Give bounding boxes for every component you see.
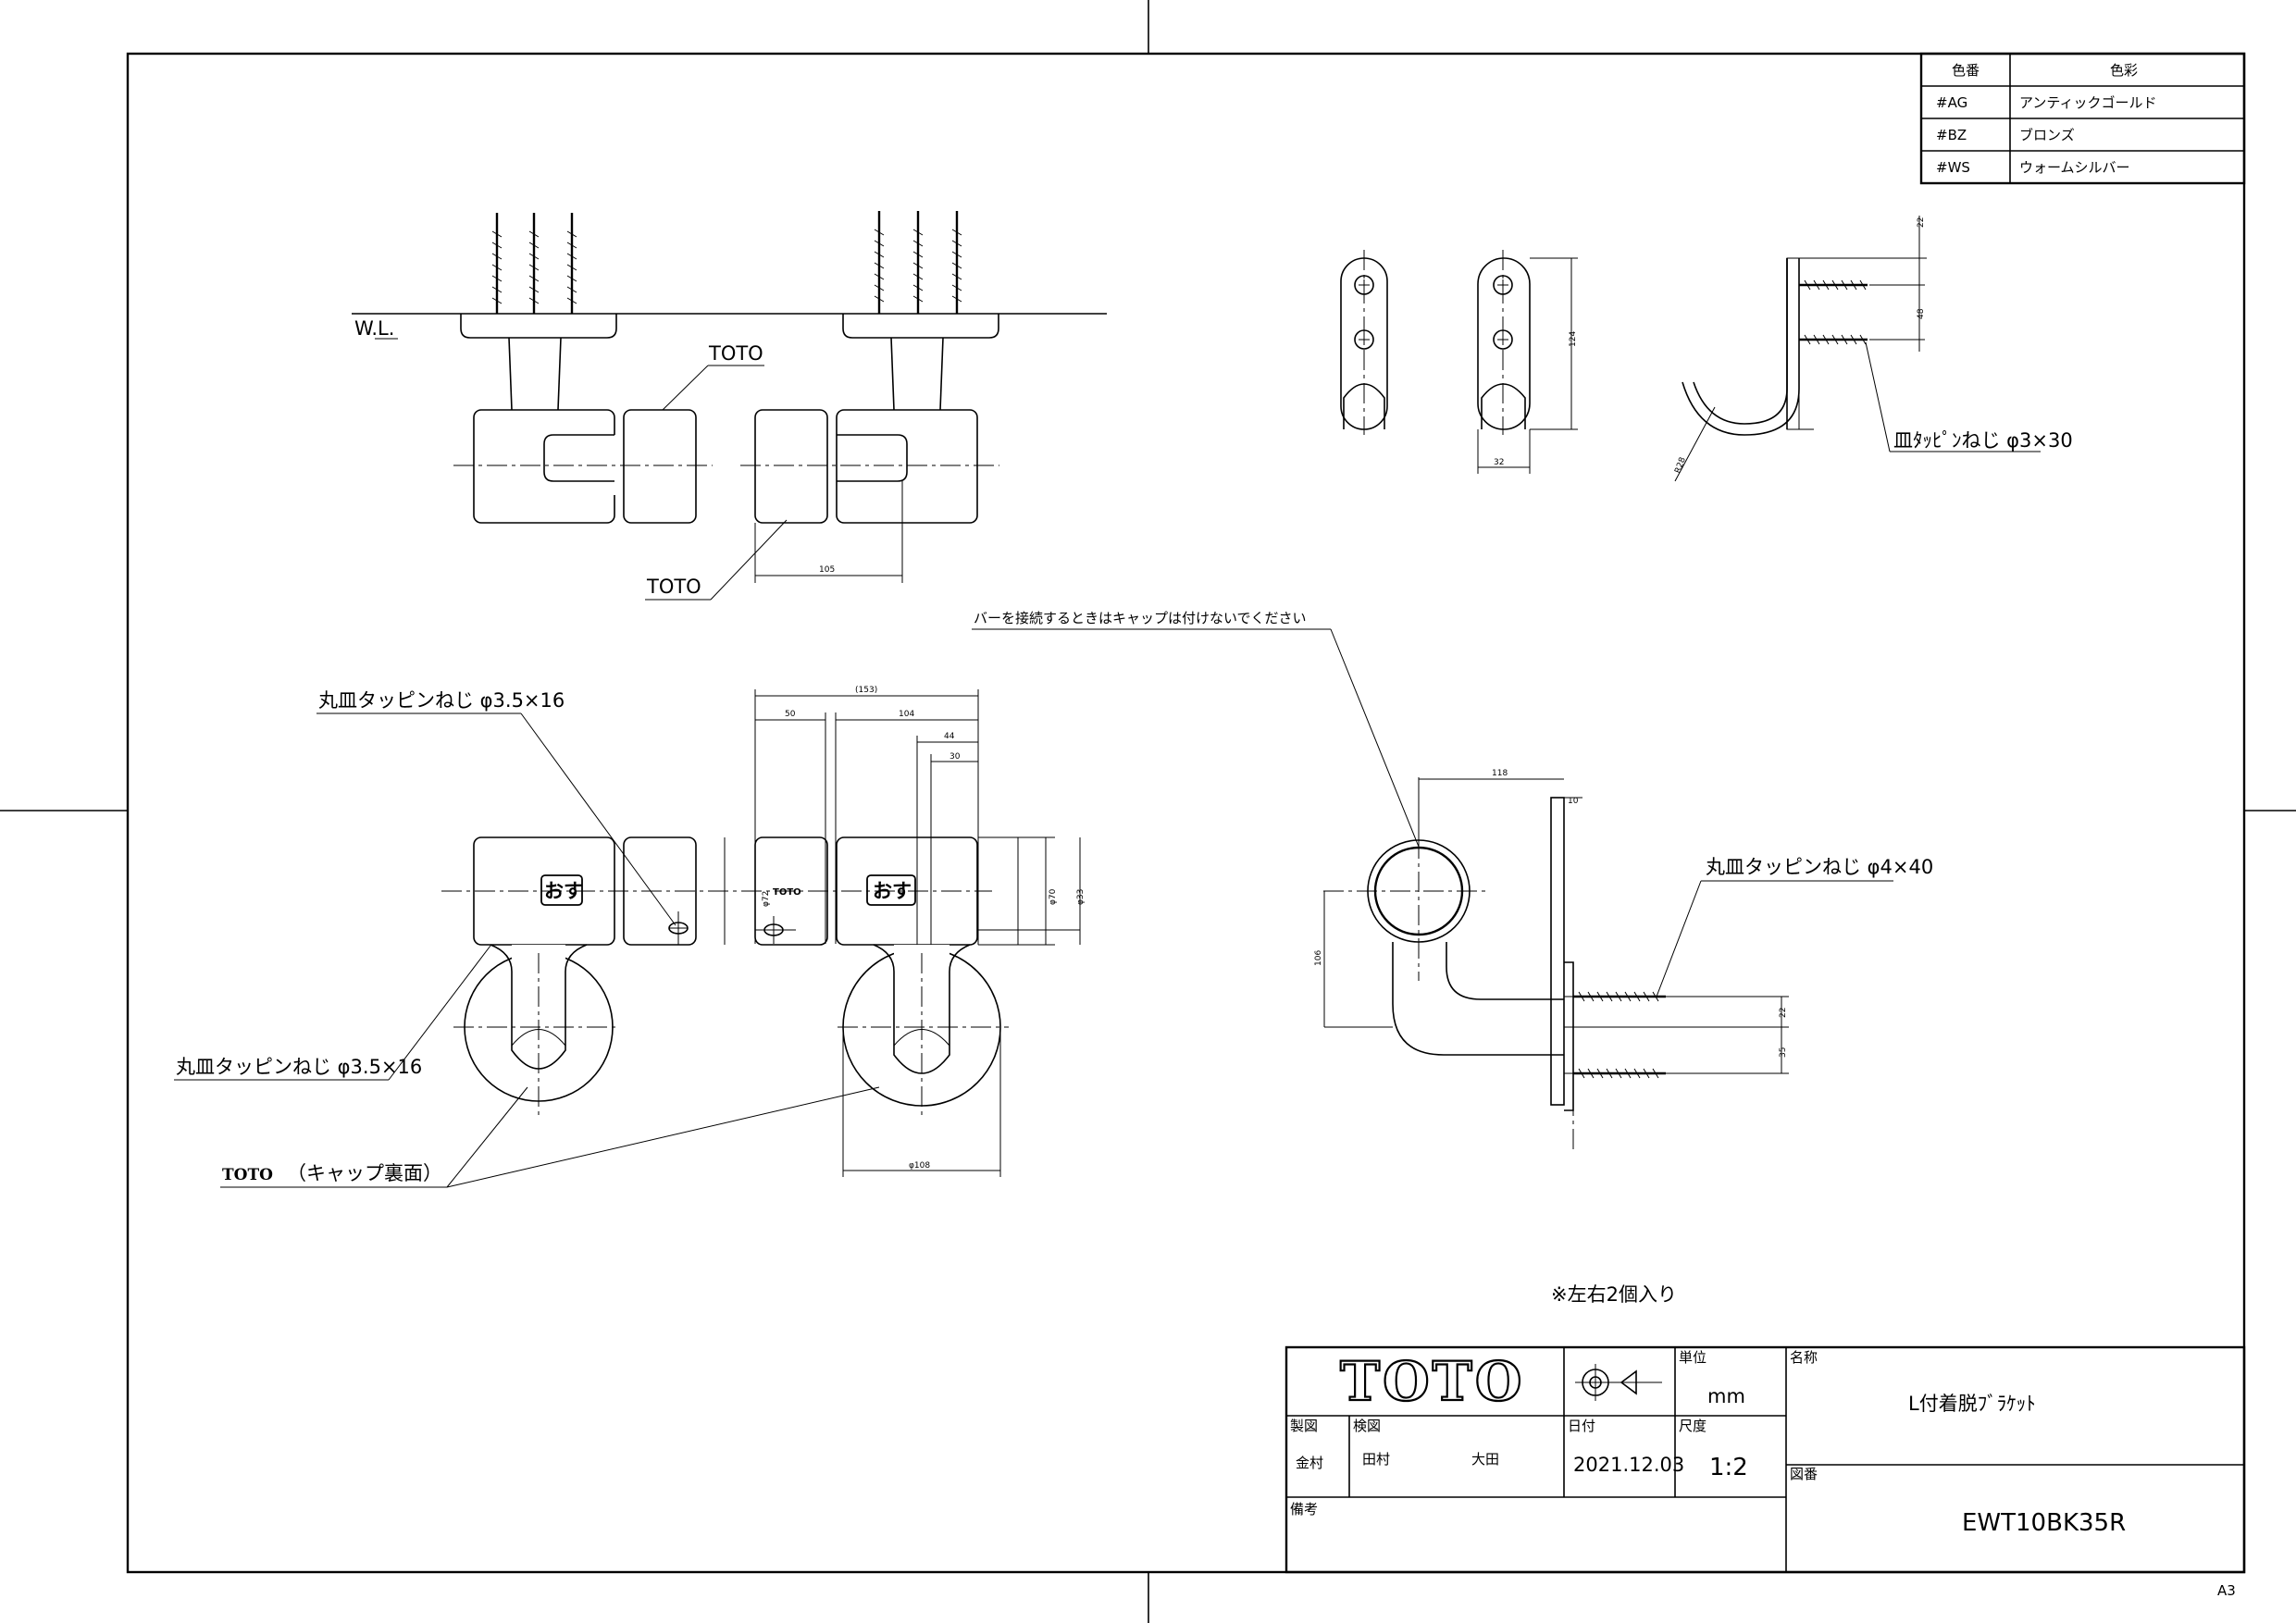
dim-104: 104 bbox=[899, 710, 914, 719]
dim-124: 124 bbox=[1569, 331, 1578, 347]
color-name: アンティックゴールド bbox=[2019, 94, 2157, 111]
side-section-view: バーを接続するときはキャップは付けないでください 118 10 bbox=[972, 610, 1933, 1152]
toto-cap-brand: TOTO bbox=[222, 1166, 273, 1184]
dim-153: (153) bbox=[855, 686, 877, 695]
bar-note: バーを接続するときはキャップは付けないでください bbox=[974, 610, 1307, 626]
wall-line-label: W.L. bbox=[354, 317, 394, 340]
sheet-size-label: A3 bbox=[2217, 1582, 2236, 1599]
screw-round-label-b: 丸皿タッピンねじ φ3.5×16 bbox=[176, 1056, 422, 1078]
color-code: #AG bbox=[1936, 94, 1967, 111]
checked-label: 検図 bbox=[1353, 1418, 1381, 1434]
screw-icon bbox=[1799, 279, 1868, 345]
unit-label: 単位 bbox=[1679, 1349, 1706, 1366]
dim-50: 50 bbox=[785, 710, 796, 719]
screw-round-label-a: 丸皿タッピンねじ φ3.5×16 bbox=[318, 689, 565, 712]
checked-by-1: 田村 bbox=[1362, 1451, 1390, 1468]
dim-10: 10 bbox=[1568, 797, 1579, 806]
toto-stamp: TOTO bbox=[773, 887, 801, 898]
dim-r28: R28 bbox=[1673, 456, 1688, 475]
dim-phi33: φ33 bbox=[1076, 889, 1086, 905]
screw-icon bbox=[874, 211, 962, 314]
date-label: 日付 bbox=[1568, 1418, 1595, 1434]
dim-phi72-vert: φ72 bbox=[762, 891, 771, 907]
drawing-no: EWT10BK35R bbox=[1962, 1509, 2126, 1537]
toto-label-bottom: TOTO bbox=[646, 576, 701, 598]
drawing-date: 2021.12.03 bbox=[1573, 1454, 1684, 1476]
color-name: ウォームシルバー bbox=[2019, 159, 2130, 176]
color-code: #WS bbox=[1936, 159, 1970, 176]
title-block: TOTO 単位 mm 名称 L付着脱ﾌﾞﾗｹｯﾄ 製図 検図 日付 尺度 金村 … bbox=[1285, 1345, 2246, 1574]
dim-106: 106 bbox=[1314, 950, 1323, 966]
screw-flat-label: 皿ﾀｯﾋﾟﾝねじ φ3×30 bbox=[1893, 429, 2073, 452]
dim-118: 118 bbox=[1492, 769, 1508, 778]
screw-round-label-c: 丸皿タッピンねじ φ4×40 bbox=[1706, 856, 1933, 878]
unit-value: mm bbox=[1707, 1385, 1745, 1407]
drawn-label: 製図 bbox=[1290, 1418, 1318, 1434]
pair-note: ※左右2個入り bbox=[1551, 1283, 1677, 1306]
color-name: ブロンズ bbox=[2019, 127, 2075, 143]
scale-label: 尺度 bbox=[1679, 1418, 1706, 1434]
checked-by-2: 大田 bbox=[1471, 1451, 1499, 1468]
dim-105: 105 bbox=[819, 565, 835, 575]
front-view: (153) 50 104 44 30 おす TOTO おす φ72 bbox=[174, 686, 1086, 1188]
color-code: #BZ bbox=[1936, 127, 1967, 143]
projection-symbol-icon bbox=[1575, 1364, 1662, 1401]
dim-22-b: 22 bbox=[1779, 1008, 1788, 1018]
screw-icon bbox=[1573, 991, 1666, 1079]
dim-48: 48 bbox=[1917, 308, 1926, 319]
color-table-header-code: 色番 bbox=[1952, 62, 1980, 79]
dim-phi70: φ70 bbox=[1049, 888, 1058, 905]
dim-35: 35 bbox=[1779, 1047, 1788, 1058]
color-table: 色番 色彩 #AG アンティックゴールド #BZ ブロンズ #WS ウォームシル… bbox=[1919, 52, 2246, 185]
remarks-label: 備考 bbox=[1290, 1501, 1318, 1518]
top-view: W.L. TOTO bbox=[352, 211, 1107, 601]
drawing-no-label: 図番 bbox=[1790, 1466, 1818, 1482]
name-label: 名称 bbox=[1790, 1349, 1818, 1366]
dim-22: 22 bbox=[1917, 217, 1926, 228]
dim-30: 30 bbox=[949, 752, 961, 762]
screw-icon bbox=[491, 213, 577, 314]
color-table-header-color: 色彩 bbox=[2110, 62, 2138, 79]
drawing-scale: 1:2 bbox=[1709, 1454, 1748, 1481]
dim-32: 32 bbox=[1494, 458, 1504, 467]
dim-44: 44 bbox=[944, 732, 955, 741]
product-name: L付着脱ﾌﾞﾗｹｯﾄ bbox=[1908, 1393, 2036, 1415]
toto-cap-note: （キャップ裏面） bbox=[287, 1162, 442, 1184]
side-views: 124 32 22 48 R28 皿ﾀｯﾋﾟﾝねじ φ3×30 bbox=[1340, 216, 2073, 482]
title-block-logo: TOTO bbox=[1340, 1350, 1524, 1413]
toto-label-top: TOTO bbox=[708, 342, 763, 365]
dim-phi108: φ108 bbox=[909, 1161, 930, 1171]
drawn-by: 金村 bbox=[1296, 1455, 1323, 1471]
